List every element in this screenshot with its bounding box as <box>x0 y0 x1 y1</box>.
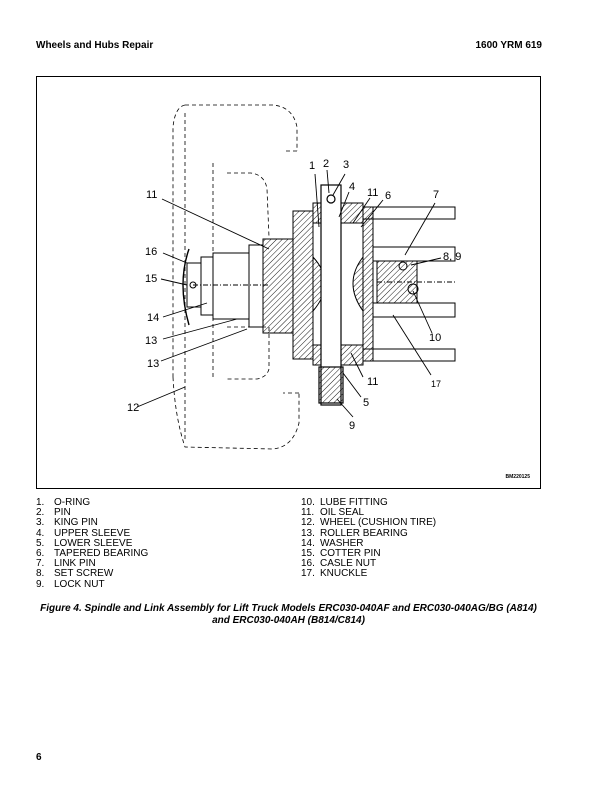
legend-item: 12. WHEEL (CUSHION TIRE) <box>301 518 436 528</box>
callout-9: 9 <box>349 420 355 432</box>
legend-item: 1. O-RING <box>36 497 148 508</box>
legend-label: LOWER SLEEVE <box>54 537 133 549</box>
legend-number: 14. <box>301 537 315 549</box>
legend-item: 5. LOWER SLEEVE <box>36 537 148 549</box>
callout-labels: 1 2 3 4 11 6 7 8, 9 11 16 15 14 13 13 12… <box>127 158 461 432</box>
legend-label: CASLE NUT <box>320 558 377 570</box>
legend-number: 2. <box>36 507 45 519</box>
legend-number: 8. <box>36 568 45 580</box>
legend-item: 9. LOCK NUT <box>36 578 148 590</box>
callout-5: 5 <box>363 397 369 409</box>
legend-item: 2. PIN <box>36 507 148 519</box>
figure-code: BM220125 <box>505 474 530 480</box>
callout-11-left: 11 <box>146 189 157 201</box>
legend-number: 11. <box>301 507 315 519</box>
legend-label: LOCK NUT <box>54 578 105 590</box>
legend-number: 12. <box>301 517 315 529</box>
legend-number: 3. <box>36 517 45 529</box>
callout-4: 4 <box>349 181 355 193</box>
king-pin <box>318 184 344 406</box>
legend-number: 4. <box>36 527 45 539</box>
callout-13-upper: 13 <box>145 335 157 347</box>
legend-number: 7. <box>36 558 45 570</box>
callout-7: 7 <box>433 189 439 201</box>
legend-number: 5. <box>36 537 45 549</box>
legend-item: 14. WASHER <box>301 537 436 549</box>
legend-label: LUBE FITTING <box>320 497 388 508</box>
callout-8-9: 8, 9 <box>443 251 461 263</box>
link-pin <box>377 261 455 295</box>
callout-10: 10 <box>429 332 441 344</box>
legend-number: 15. <box>301 548 315 560</box>
legend-item: 8. SET SCREW <box>36 569 148 579</box>
legend-item: 6. TAPERED BEARING <box>36 548 149 560</box>
legend-label: WHEEL (CUSHION TIRE) <box>320 517 437 529</box>
legend-item: 10. LUBE FITTING <box>301 497 436 508</box>
leader-lines <box>136 169 442 418</box>
legend-item: 4. UPPER SLEEVE <box>36 527 148 539</box>
legend-label: O-RING <box>54 497 91 508</box>
legend-label: UPPER SLEEVE <box>54 527 131 539</box>
callout-15: 15 <box>145 273 157 285</box>
legend-item: 3. KING PIN <box>36 518 148 528</box>
legend-item: 7. LINK PIN <box>36 559 148 569</box>
callout-3: 3 <box>343 159 349 171</box>
legend-number: 9. <box>36 578 45 590</box>
figure-caption: Figure 4. Spindle and Link Assembly for … <box>36 603 541 627</box>
legend-number: 16. <box>301 558 315 570</box>
legend-label: WASHER <box>320 537 364 549</box>
legend-label: KING PIN <box>54 517 98 529</box>
knuckle-section <box>292 202 456 366</box>
legend-item: 16. CASLE NUT <box>301 559 436 569</box>
legend-label: KNUCKLE <box>320 568 368 580</box>
callout-16: 16 <box>145 246 157 258</box>
legend-item: 11. OIL SEAL <box>301 507 436 519</box>
legend-number: 6. <box>36 548 45 560</box>
legend-label: LINK PIN <box>54 558 96 570</box>
callout-1: 1 <box>309 160 315 172</box>
legend-label: ROLLER BEARING <box>320 527 408 539</box>
spindle-assembly-diagram: 1 2 3 4 11 6 7 8, 9 11 16 15 14 13 13 12… <box>127 104 461 450</box>
legend-label: PIN <box>54 507 71 519</box>
callout-2: 2 <box>323 158 329 170</box>
callout-11-upper: 11 <box>367 187 378 199</box>
manual-number: 1600 YRM 619 <box>475 40 542 51</box>
callout-13-lower: 13 <box>147 358 159 370</box>
legend-number: 1. <box>36 497 45 508</box>
callout-6: 6 <box>385 190 391 202</box>
callout-12: 12 <box>127 402 139 414</box>
legend-number: 10. <box>301 497 315 508</box>
parts-legend-left: 1. O-RING 2. PIN 3. KING PIN 4. UPPER SLEEVE… <box>36 497 149 590</box>
legend-item: 13. ROLLER BEARING <box>301 527 436 539</box>
callout-11-lower: 11 <box>367 376 378 388</box>
legend-number: 13. <box>301 527 315 539</box>
legend-label: OIL SEAL <box>320 507 365 519</box>
legend-item: 15. COTTER PIN <box>301 548 436 560</box>
caption-line-1: Figure 4. Spindle and Link Assembly for … <box>40 603 537 614</box>
callout-17: 17 <box>431 379 441 389</box>
page-number: 6 <box>36 752 42 763</box>
legend-item: 17. KNUCKLE <box>301 569 436 579</box>
callout-14: 14 <box>147 312 159 324</box>
figure-frame: 1 2 3 4 11 6 7 8, 9 11 16 15 14 13 13 12… <box>36 76 541 489</box>
section-title: Wheels and Hubs Repair <box>36 40 154 51</box>
legend-number: 17. <box>301 568 315 580</box>
hub-assembly <box>182 238 294 334</box>
parts-legend-right: 10. LUBE FITTING 11. OIL SEAL 12. WHEEL (CU… <box>301 497 436 580</box>
legend-label: COTTER PIN <box>320 548 381 560</box>
legend-label: TAPERED BEARING <box>54 548 149 560</box>
legend-label: SET SCREW <box>54 568 114 580</box>
caption-line-2: and ERC030-040AH (B814/C814) <box>212 615 365 626</box>
